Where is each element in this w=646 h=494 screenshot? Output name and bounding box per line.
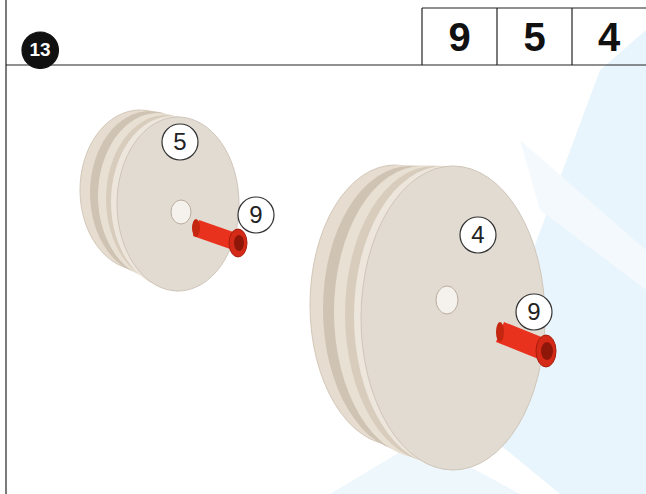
callout-number-text: 9 — [249, 203, 262, 227]
callout-number: 9 — [515, 293, 553, 331]
callout-number: 5 — [161, 123, 199, 161]
part-number: 9 — [448, 15, 470, 60]
part-number: 5 — [523, 15, 545, 60]
small-bushing — [192, 219, 247, 257]
background-shapes — [330, 30, 646, 494]
part-number: 4 — [598, 15, 620, 60]
table-cell: 4 — [572, 9, 646, 65]
callout-number: 9 — [237, 196, 275, 234]
callout-number-text: 4 — [471, 223, 484, 247]
small-pulley — [80, 110, 239, 292]
callout-number: 4 — [459, 216, 497, 254]
step-number: 13 — [21, 31, 59, 69]
table-cell: 9 — [422, 9, 497, 65]
large-pulley — [310, 165, 545, 470]
step-number-text: 13 — [29, 40, 50, 59]
callout-number-text: 9 — [527, 300, 540, 324]
callout-number-text: 5 — [173, 130, 186, 154]
frame — [6, 0, 646, 494]
table-cell: 5 — [497, 9, 572, 65]
